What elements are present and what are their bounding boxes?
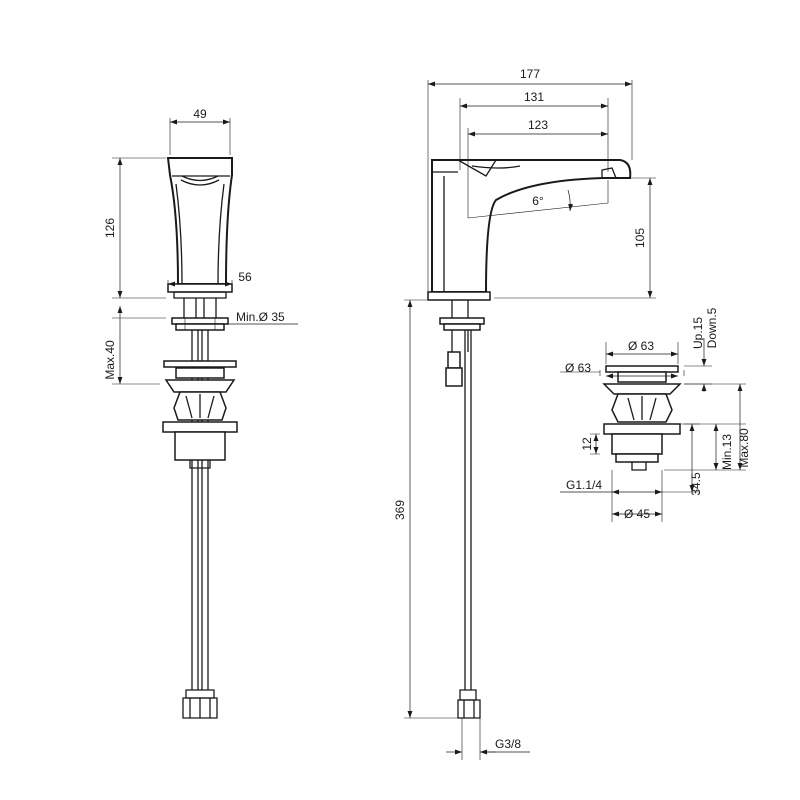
travel-up-label: Up.15 xyxy=(691,317,705,349)
tail-diameter-label: Ø 45 xyxy=(624,507,650,521)
side-waste xyxy=(162,360,238,469)
side-dimensions xyxy=(112,118,298,385)
side-width-label: 49 xyxy=(193,107,207,121)
side-view: 49 126 56 Min.Ø 35 Max.40 xyxy=(103,107,298,719)
outlet-height-label: 105 xyxy=(633,228,647,248)
front-base xyxy=(427,291,491,387)
side-hoses xyxy=(182,330,218,719)
front-view: 177 131 123 6° 105 369 G3/8 xyxy=(393,67,656,760)
reach-label: 131 xyxy=(524,90,544,104)
front-faucet-body xyxy=(431,159,632,293)
hose-length-label: 369 xyxy=(393,500,407,520)
waste-body xyxy=(602,365,682,471)
flange-diameter-label: Ø 63 xyxy=(565,361,591,375)
front-hose xyxy=(457,330,481,719)
deck-min-label: Min.13 xyxy=(720,434,734,470)
side-hole-label: Min.Ø 35 xyxy=(236,310,285,324)
cap-diameter-label: Ø 63 xyxy=(628,339,654,353)
travel-down-label: Down.5 xyxy=(705,307,719,348)
side-faucet-body xyxy=(166,157,233,285)
side-deck-label: Max.40 xyxy=(103,340,117,380)
hose-connection-label: G3/8 xyxy=(495,737,521,751)
thread-label: G1.1/4 xyxy=(566,478,602,492)
overall-length-label: 177 xyxy=(520,67,540,81)
side-base xyxy=(167,283,233,331)
angle-label: 6° xyxy=(532,194,544,208)
side-height-label: 126 xyxy=(103,218,117,238)
nut-height-label: 12 xyxy=(580,437,594,451)
waste-view: Ø 63 Ø 63 Up.15 Down.5 12 G1.1/4 Ø 45 34… xyxy=(560,307,751,522)
tail-length-label: 34.5 xyxy=(689,472,703,496)
front-dimensions xyxy=(404,80,656,760)
side-base-label: 56 xyxy=(238,270,252,284)
deck-max-label: Max.80 xyxy=(737,428,751,468)
spout-length-label: 123 xyxy=(528,118,548,132)
waste-dimensions xyxy=(560,340,746,522)
